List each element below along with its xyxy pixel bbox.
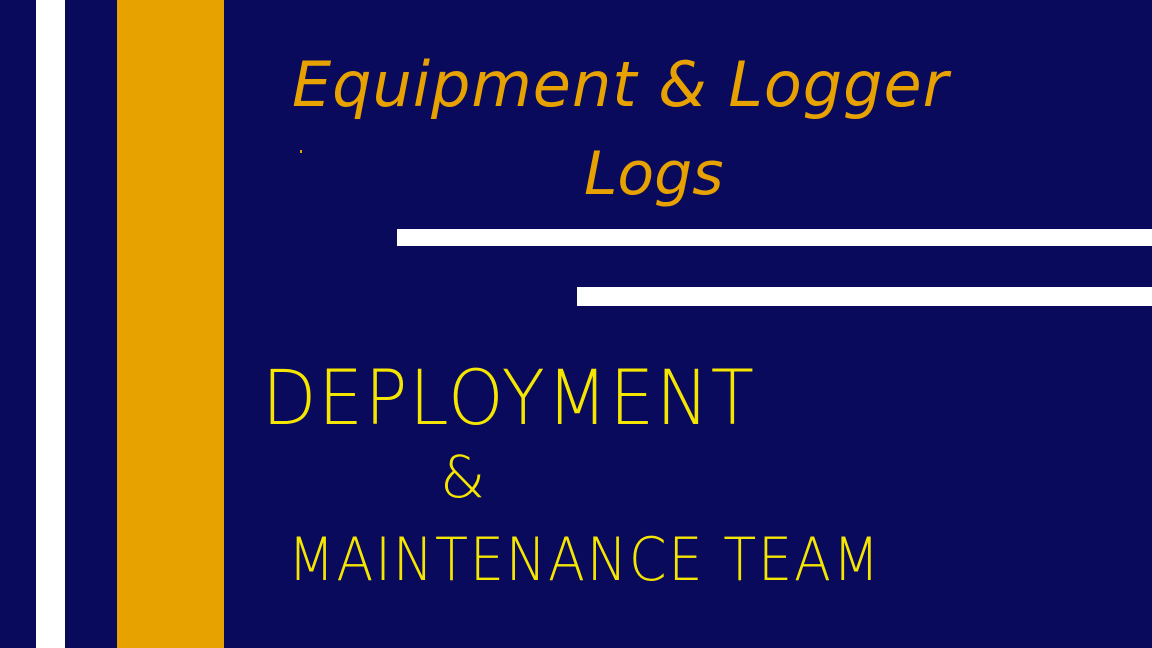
gold-vertical-stripe — [117, 0, 224, 648]
white-horizontal-bar-lower — [577, 287, 1152, 306]
white-vertical-stripe — [36, 0, 65, 648]
decorative-tick-mark — [300, 150, 302, 153]
slide-title-line-2: Logs — [584, 139, 724, 209]
team-name-maintenance: MAINTENANCE TEAM — [288, 525, 882, 595]
white-horizontal-bar-upper — [397, 229, 1152, 246]
team-name-ampersand: & — [440, 443, 486, 511]
slide-title-line-1: Equipment & Logger — [292, 48, 950, 121]
team-name-deployment: DEPLOYMENT — [262, 353, 756, 442]
